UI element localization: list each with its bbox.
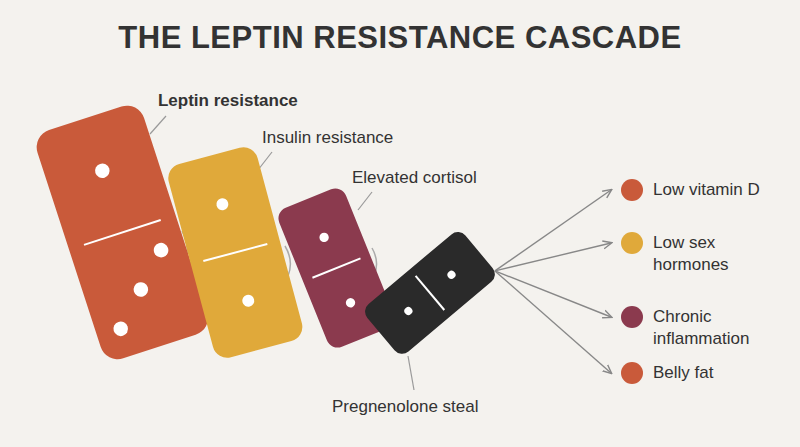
leader-line xyxy=(408,356,414,390)
domino-label: Elevated cortisol xyxy=(352,167,477,189)
leader-lines xyxy=(150,116,414,390)
outcome-dot: Chronic inflammation xyxy=(621,306,643,328)
domino-shape xyxy=(165,144,306,361)
domino-label: Leptin resistance xyxy=(158,90,298,112)
outcome-label: Chronic inflammation xyxy=(653,306,768,350)
domino-label: Insulin resistance xyxy=(262,127,393,149)
diagram-title: THE LEPTIN RESISTANCE CASCADE xyxy=(0,20,800,56)
outcome-label: Low sex hormones xyxy=(653,232,748,276)
domino: Insulin resistance xyxy=(165,144,306,361)
outcome-label: Low vitamin D xyxy=(653,179,793,201)
outcome-label: Belly fat xyxy=(653,362,773,384)
cascade-arrow xyxy=(495,243,611,271)
domino-label: Pregnenolone steal xyxy=(332,396,479,418)
leader-line xyxy=(258,152,272,170)
domino: Pregnenolone steal xyxy=(361,228,499,358)
cascade-arrow xyxy=(495,190,611,271)
cascade-arrow xyxy=(495,271,611,317)
domino-shape xyxy=(361,228,499,358)
cascade-arrow xyxy=(495,271,611,373)
leader-line xyxy=(358,192,372,210)
outcome-dot: Belly fat xyxy=(621,362,643,384)
outcome-dot: Low sex hormones xyxy=(621,232,643,254)
leader-line xyxy=(150,116,166,134)
outcome-dot: Low vitamin D xyxy=(621,179,643,201)
